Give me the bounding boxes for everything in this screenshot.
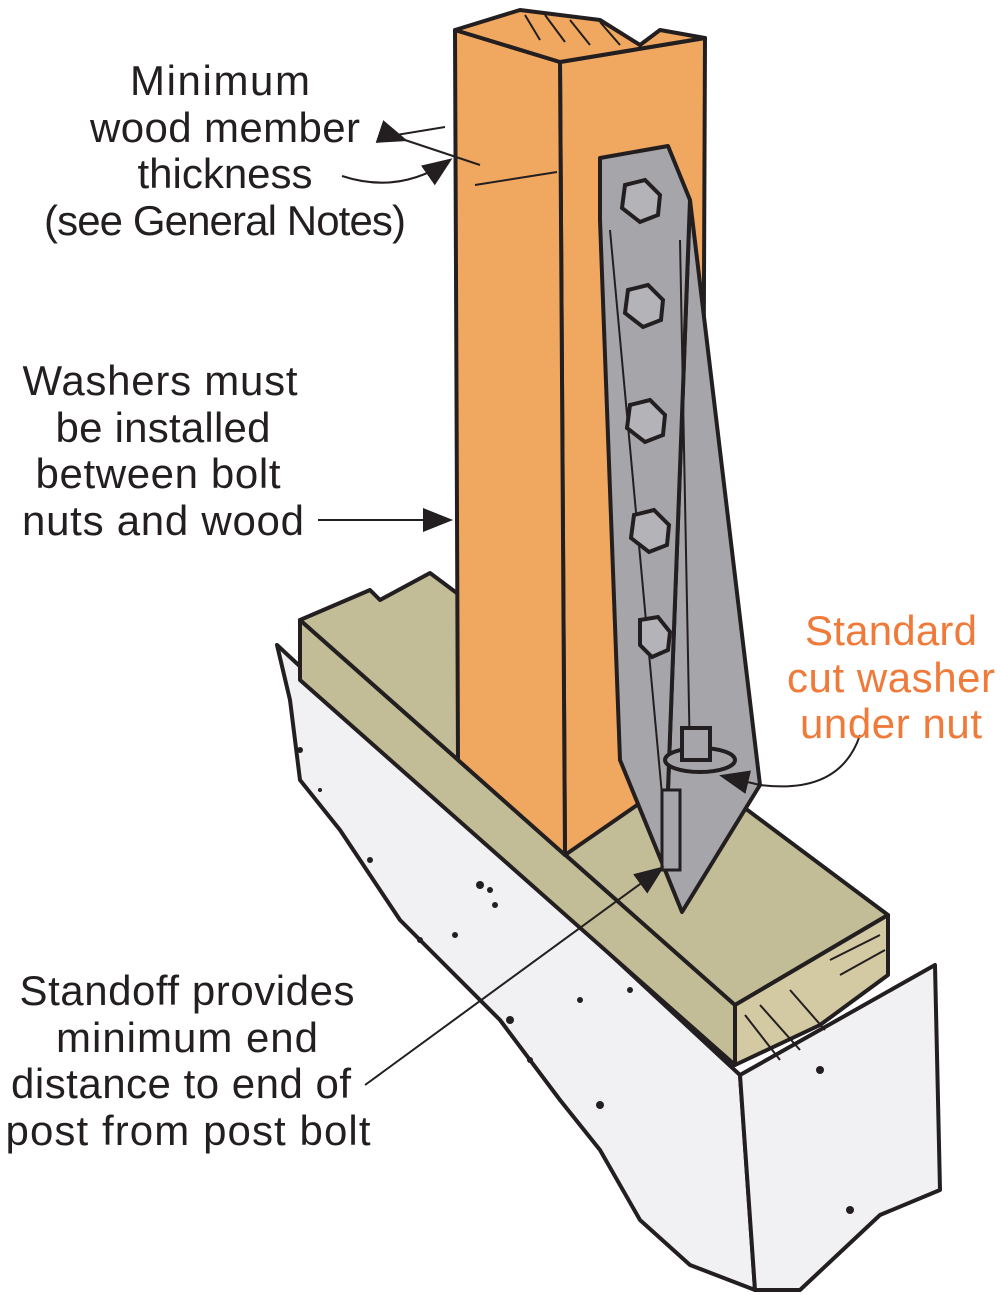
label-line: be installed: [56, 404, 271, 451]
bolt-heads: [619, 177, 673, 660]
label-line: distance to end of: [11, 1060, 351, 1107]
concrete-foundation: [275, 643, 942, 1292]
standard-washer-leader-arrow: [719, 734, 861, 794]
label-line: nuts and wood: [22, 497, 304, 544]
washers-label: Washers must be installed between bolt n…: [22, 357, 304, 544]
label-line: minimum end: [56, 1014, 318, 1061]
label-line: under nut: [800, 700, 982, 747]
standard-washer-label: Standard cut washer under nut: [787, 607, 995, 747]
label-line: wood member: [89, 104, 360, 151]
label-line: Washers must: [23, 357, 298, 404]
post-base-connector: [598, 144, 762, 914]
label-line: thickness: [138, 150, 313, 197]
label-line: Standard: [805, 607, 977, 654]
label-line: Standoff provides: [20, 967, 355, 1014]
label-line: post from post bolt: [6, 1107, 371, 1154]
label-line: between bolt: [36, 450, 281, 497]
standoff-leader-arrow: [364, 866, 665, 1086]
standoff-label: Standoff provides minimum end distance t…: [6, 967, 371, 1154]
thickness-leader: [341, 120, 558, 186]
label-line: Minimum: [130, 57, 310, 104]
label-line: cut washer: [787, 654, 995, 701]
anchor-bolt-washer-nut: [660, 726, 737, 872]
label-line: (see General Notes): [44, 197, 406, 244]
thickness-label: Minimum wood member thickness (see Gener…: [44, 57, 406, 244]
